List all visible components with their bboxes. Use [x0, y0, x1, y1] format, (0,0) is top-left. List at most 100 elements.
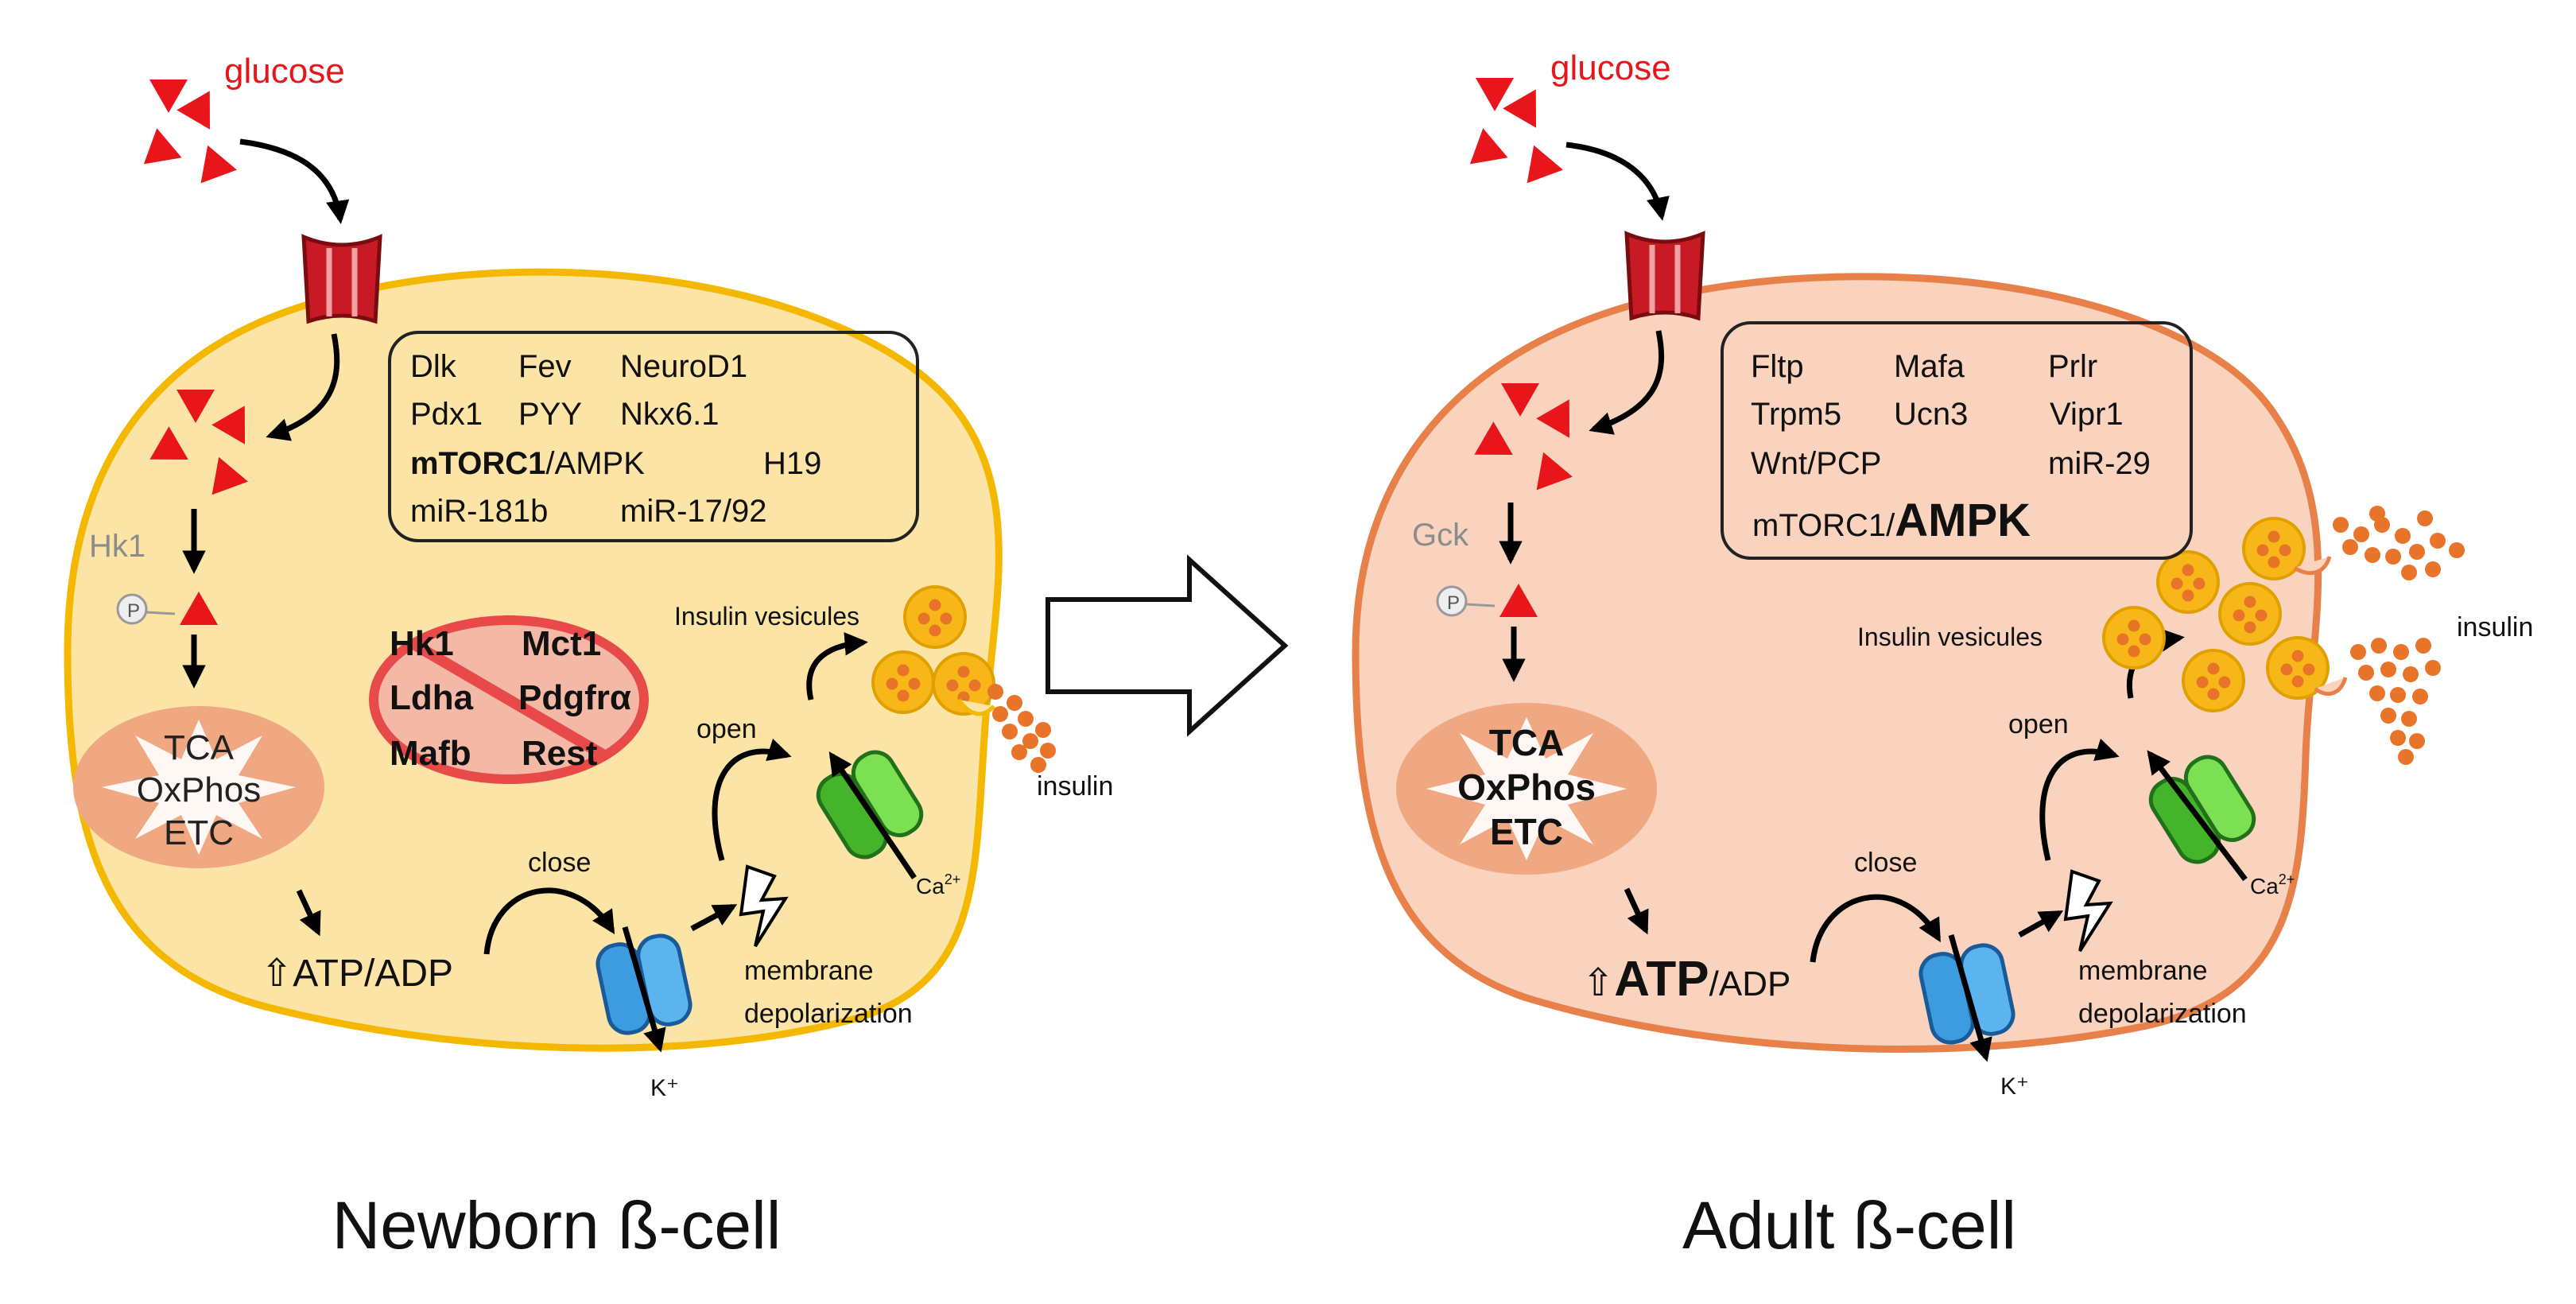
- depolarization-arrow: [690, 903, 738, 932]
- mito-etc: ETC: [1490, 811, 1563, 852]
- insulin-vesicle: [2156, 550, 2220, 614]
- phosphate-icon: P: [1436, 585, 1496, 617]
- insulin-vesicle: [903, 585, 967, 649]
- close-arrow: [483, 887, 615, 955]
- insulin-label: insulin: [1037, 771, 1113, 801]
- ca-influx-arrow: [2147, 750, 2248, 882]
- prohibition-icon: [369, 615, 649, 784]
- gene-pathway: mTORC1/AMPK: [1752, 495, 2031, 546]
- fusion-pore: [2314, 677, 2348, 697]
- adult-enzyme-label: Gck: [1412, 518, 1469, 553]
- adult-cell-membrane: [1352, 273, 2322, 1053]
- gene: miR-181b: [410, 494, 548, 529]
- glut-transporter: [1627, 234, 1703, 318]
- glucose-molecules-outside: [1469, 78, 1563, 196]
- adult-glucose-label: glucose: [1550, 49, 1671, 87]
- gene: miR-29: [2048, 446, 2151, 481]
- mito-tca: TCA: [164, 728, 235, 767]
- mito-tca: TCA: [1489, 722, 1565, 763]
- mito-etc: ETC: [164, 813, 234, 852]
- open-label: open: [696, 714, 757, 744]
- repressed-gene: Pdgfrα: [518, 678, 631, 717]
- repressed-gene: Mct1: [522, 624, 601, 663]
- repressed-genes-group: Hk1 Mct1 Ldha Pdgfrα Mafb Rest: [369, 615, 649, 784]
- close-label: close: [528, 848, 591, 878]
- vesicles-label: Insulin vesicules: [1857, 623, 2043, 651]
- newborn-gene-list: Dlk Fev NeuroD1 Pdx1 PYY Nkx6.1 mTORC1/A…: [410, 349, 821, 529]
- svg-text:P: P: [127, 600, 140, 622]
- adult-atp-ratio: ⇧ATP/ADP: [1582, 952, 1790, 1007]
- gene: Ucn3: [1894, 397, 1968, 432]
- adult-gene-box: [1721, 321, 2193, 560]
- newborn-panel: glucose Hk1 P TCA OxPhos ETC: [64, 52, 1113, 1263]
- atp-up-arrow: ⇧: [261, 953, 293, 995]
- open-arrow: [712, 738, 792, 861]
- lightning-icon: [2063, 869, 2113, 953]
- newborn-title: Newborn ß-cell: [332, 1188, 782, 1263]
- phosphate-icon: P: [116, 593, 176, 625]
- secreted-insulin: [987, 684, 1056, 773]
- fusion-pore: [2293, 556, 2332, 576]
- glucose-uptake-arrow: [266, 333, 340, 441]
- secreted-insulin: [2333, 506, 2465, 765]
- adult-mitochondrion: TCA OxPhos ETC: [1396, 703, 1657, 875]
- gene: Wnt/PCP: [1751, 446, 1881, 481]
- mito-oxphos: OxPhos: [1457, 766, 1596, 808]
- insulin-vesicle: [2218, 582, 2282, 646]
- close-arrow: [1810, 894, 1942, 963]
- mito-to-atp-arrow: [1624, 887, 1649, 935]
- gene: Fev: [518, 349, 572, 384]
- glut-transporter: [304, 237, 380, 321]
- lightning-icon: [739, 864, 789, 948]
- gene: NeuroD1: [620, 349, 747, 384]
- gene: Prlr: [2048, 349, 2097, 384]
- repressed-gene: Hk1: [390, 624, 454, 663]
- repressed-gene: Rest: [522, 734, 598, 773]
- depol-label-2: depolarization: [2078, 999, 2247, 1029]
- k-ion-label: K⁺: [650, 1075, 679, 1101]
- close-label: close: [1854, 848, 1917, 878]
- gene: Trpm5: [1751, 397, 1841, 432]
- gene: Vipr1: [2050, 397, 2124, 432]
- repressed-gene: Ldha: [390, 678, 474, 717]
- mito-oxphos: OxPhos: [137, 770, 262, 809]
- glucose-uptake-arrow: [1589, 330, 1665, 435]
- insulin-vesicle: [2182, 649, 2245, 712]
- atp-up-arrow: ⇧: [1582, 962, 1614, 1004]
- vesicles-label: Insulin vesicules: [674, 602, 859, 631]
- maturation-arrow: [1046, 554, 1289, 737]
- newborn-glucose-label: glucose: [224, 52, 345, 91]
- insulin-vesicle: [2102, 606, 2166, 669]
- insulin-label: insulin: [2457, 612, 2533, 642]
- glucose-molecules-outside: [143, 80, 237, 196]
- repressed-gene: Mafb: [390, 734, 471, 773]
- gene: PYY: [518, 397, 582, 432]
- ca-ion-label: Ca2+: [916, 871, 960, 898]
- glucose-entry-arrow: [1565, 142, 1670, 221]
- open-label: open: [2008, 709, 2069, 739]
- ca-ion-label: Ca2+: [2250, 871, 2295, 898]
- newborn-atp-ratio: ⇧ATP/ADP: [261, 953, 453, 995]
- newborn-gene-box: [388, 331, 919, 542]
- gene-pathway: mTORC1/AMPK: [410, 446, 645, 481]
- newborn-mitochondrion: TCA OxPhos ETC: [73, 706, 324, 868]
- mito-to-atp-arrow: [296, 889, 321, 937]
- gene: Fltp: [1751, 349, 1804, 384]
- insulin-vesicle: [871, 650, 935, 714]
- gene: Nkx6.1: [620, 397, 720, 432]
- atp-text: ATP: [1614, 952, 1709, 1007]
- gene: H19: [763, 446, 821, 481]
- depol-label-2: depolarization: [744, 999, 913, 1029]
- adult-gene-list: Fltp Mafa Prlr Trpm5 Ucn3 Vipr1 Wnt/PCP …: [1751, 349, 2151, 546]
- newborn-enzyme-label: Hk1: [89, 529, 145, 564]
- gene: Dlk: [410, 349, 457, 384]
- adult-panel: glucose Gck P TCA OxPhos ETC ⇧ATP/: [1352, 49, 2533, 1263]
- k-ion-label: K⁺: [2000, 1073, 2029, 1100]
- gene: miR-17/92: [620, 494, 767, 529]
- exocytosis-arrow: [806, 632, 868, 701]
- depol-label-1: membrane: [744, 956, 874, 986]
- depolarization-arrow: [2018, 910, 2064, 938]
- adult-title: Adult ß-cell: [1682, 1188, 2016, 1263]
- gene: Mafa: [1894, 349, 1965, 384]
